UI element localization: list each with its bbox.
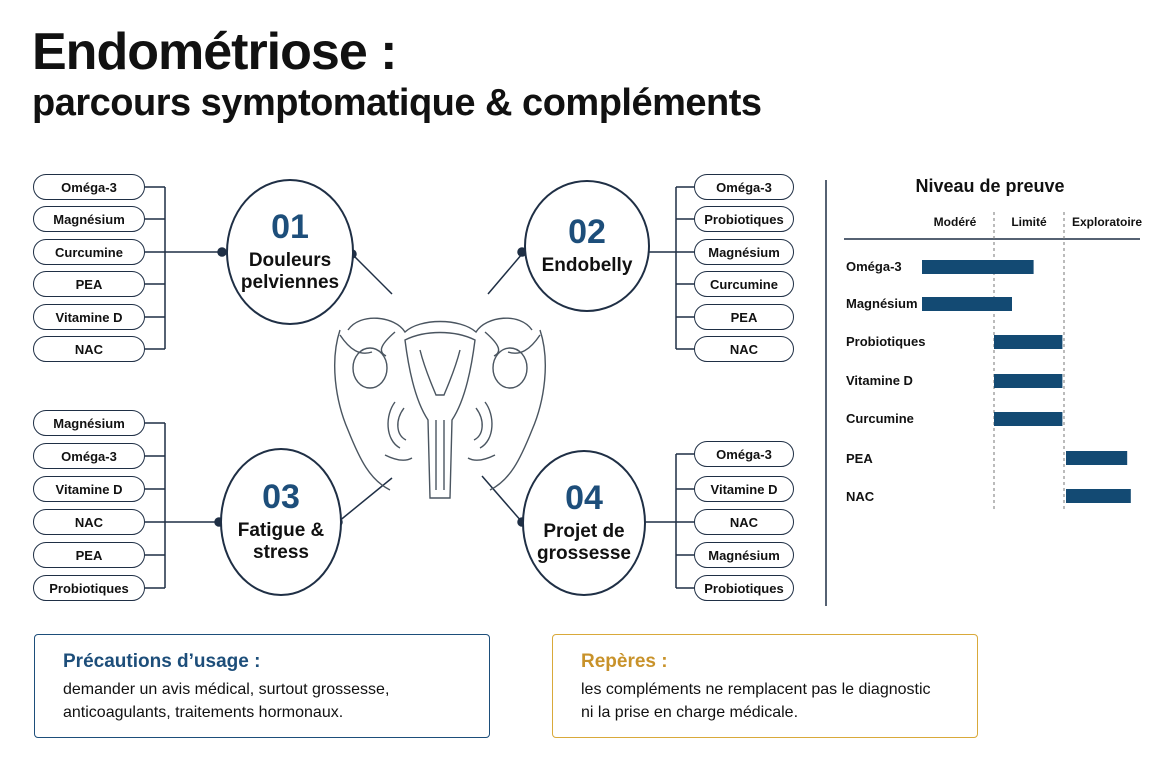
precautions-title: Précautions d’usage :: [63, 651, 261, 672]
g3-item-3: Vitamine D: [33, 476, 145, 502]
g1-item-1: Oméga-3: [33, 174, 145, 200]
evidence-row-label: Oméga-3: [846, 259, 902, 274]
reperes-box: Repères : les compléments ne remplacent …: [552, 634, 978, 738]
g2-item-1: Oméga-3: [694, 174, 794, 200]
evidence-row-label: Magnésium: [846, 296, 918, 311]
evidence-title: Niveau de preuve: [915, 176, 1065, 196]
evidence-bar: [994, 374, 1063, 388]
evidence-bar: [922, 260, 1034, 274]
evidence-row-label: NAC: [846, 489, 875, 504]
g1-item-5: Vitamine D: [33, 304, 145, 330]
evidence-row-label: PEA: [846, 451, 873, 466]
g2-item-5: PEA: [694, 304, 794, 330]
g2-item-6: NAC: [694, 336, 794, 362]
evidence-level-exploratory: Exploratoire: [1071, 215, 1143, 229]
g2-item-4: Curcumine: [694, 271, 794, 297]
evidence-bar: [1066, 451, 1128, 465]
page-subtitle: parcours symptomatique & compléments: [32, 82, 762, 124]
g4-item-4: Magnésium: [694, 542, 794, 568]
precautions-line-2: anticoagulants, traitements hormonaux.: [63, 704, 344, 721]
evidence-row-label: Probiotiques: [846, 334, 926, 349]
evidence-bar: [1066, 489, 1131, 503]
reperes-title: Repères :: [581, 651, 668, 672]
g1-item-3: Curcumine: [33, 239, 145, 265]
symptom-label: Endobelly: [541, 255, 633, 277]
g2-item-3: Magnésium: [694, 239, 794, 265]
g1-item-4: PEA: [33, 271, 145, 297]
g3-item-6: Probiotiques: [33, 575, 145, 601]
symptom-number: 01: [271, 208, 309, 247]
symptom-number: 04: [565, 479, 603, 518]
g4-item-5: Probiotiques: [694, 575, 794, 601]
precautions-box: Précautions d’usage : demander un avis m…: [34, 634, 490, 738]
evidence-row-label: Curcumine: [846, 411, 914, 426]
g1-item-6: NAC: [33, 336, 145, 362]
symptom-circle-03: 03 Fatigue &stress: [220, 448, 342, 596]
g4-item-3: NAC: [694, 509, 794, 535]
g1-item-2: Magnésium: [33, 206, 145, 232]
g4-item-1: Oméga-3: [694, 441, 794, 467]
reperes-line-2: ni la prise en charge médicale.: [581, 704, 799, 721]
g3-item-5: PEA: [33, 542, 145, 568]
evidence-bar: [994, 335, 1063, 349]
g3-item-4: NAC: [33, 509, 145, 535]
evidence-level-limited: Limité: [1011, 215, 1047, 229]
page-title: Endométriose :: [32, 23, 397, 81]
evidence-bars: [922, 260, 1131, 503]
symptom-label: Fatigue &stress: [237, 520, 325, 563]
uterus-illustration: [334, 317, 546, 499]
g4-item-2: Vitamine D: [694, 476, 794, 502]
evidence-bar: [994, 412, 1063, 426]
symptom-number: 03: [262, 478, 300, 517]
symptom-circle-02: 02 Endobelly: [524, 180, 650, 312]
evidence-level-moderate: Modéré: [933, 215, 977, 229]
g3-item-2: Oméga-3: [33, 443, 145, 469]
reperes-line-1: les compléments ne remplacent pas le dia…: [581, 681, 931, 698]
g2-item-2: Probiotiques: [694, 206, 794, 232]
evidence-bar: [922, 297, 1012, 311]
g3-item-1: Magnésium: [33, 410, 145, 436]
evidence-row-label: Vitamine D: [846, 373, 913, 388]
symptom-number: 02: [568, 213, 606, 252]
precautions-line-1: demander un avis médical, surtout grosse…: [63, 681, 390, 698]
